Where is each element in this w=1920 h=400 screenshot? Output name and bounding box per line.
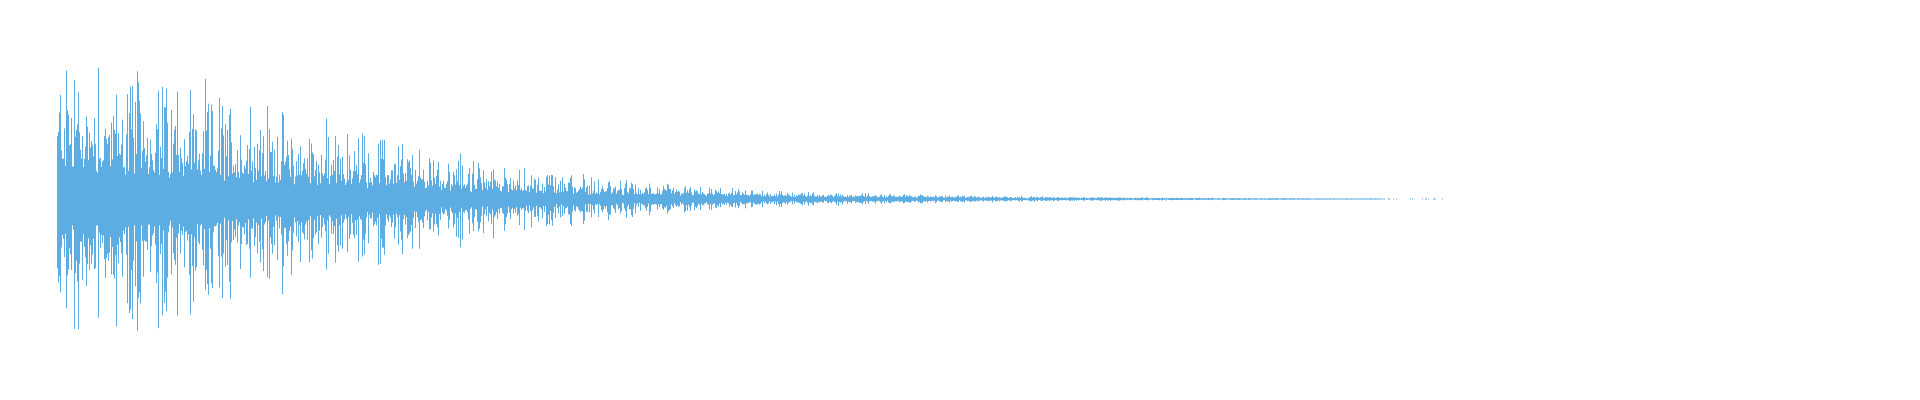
waveform-samples [57,67,1443,331]
waveform-path [57,67,1443,331]
